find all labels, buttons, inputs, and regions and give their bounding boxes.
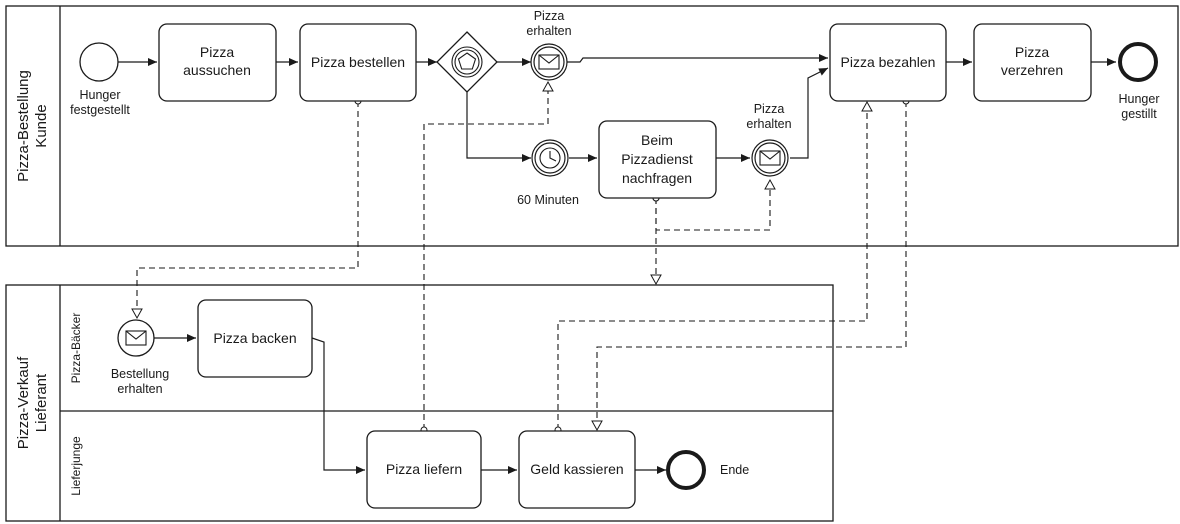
intermediate-message-event-1[interactable]	[530, 43, 568, 81]
task-ask-label-1: Beim	[641, 132, 673, 148]
start-order-label-1: Bestellung	[111, 367, 169, 381]
task-pay-pizza[interactable]: Pizza bezahlen	[829, 23, 947, 102]
start-message-event-order[interactable]	[117, 319, 155, 357]
end-event-hunger-label-1: Hunger	[1119, 92, 1160, 106]
timer-event-label: 60 Minuten	[517, 193, 579, 207]
timer-event[interactable]	[531, 139, 569, 177]
task-collect-money-label: Geld kassieren	[530, 461, 623, 477]
event-based-gateway[interactable]	[436, 31, 498, 93]
task-choose-pizza-label-1: Pizza	[200, 44, 234, 60]
end-event-hunger[interactable]	[1118, 42, 1158, 82]
task-eat-pizza-label-2: verzehren	[1001, 62, 1063, 78]
msg-event-2-label-1: Pizza	[754, 102, 785, 116]
lane-delivery-label: Lieferjunge	[69, 436, 83, 496]
end-event-vendor[interactable]	[666, 450, 706, 490]
envelope-icon	[538, 54, 560, 70]
pool-vendor-label-1: Pizza-Verkauf	[15, 356, 32, 449]
task-choose-pizza[interactable]: Pizza aussuchen	[158, 23, 277, 102]
start-event-hunger[interactable]	[79, 42, 119, 82]
start-order-label-2: erhalten	[117, 382, 162, 396]
flow-msg-to-pay	[567, 54, 828, 63]
lane-baker-label: Pizza-Bäcker	[69, 313, 83, 384]
task-ask-pizza-service[interactable]: Beim Pizzadienst nachfragen	[598, 120, 717, 199]
task-ask-label-2: Pizzadienst	[621, 151, 693, 167]
task-order-pizza[interactable]: Pizza bestellen	[299, 23, 417, 102]
task-eat-pizza[interactable]: Pizza verzehren	[973, 23, 1092, 102]
task-deliver-pizza[interactable]: Pizza liefern	[366, 430, 482, 509]
msg-event-1-label-1: Pizza	[534, 9, 565, 23]
pentagon-icon	[457, 52, 477, 70]
task-eat-pizza-label-1: Pizza	[1015, 44, 1049, 60]
flow-bake-to-deliver	[311, 337, 365, 474]
pool-customer-label-1: Pizza-Bestellung	[15, 70, 32, 182]
start-event-hunger-label-2: festgestellt	[70, 103, 130, 117]
task-choose-pizza-label-2: aussuchen	[183, 62, 251, 78]
msgflow-receipt	[591, 97, 910, 432]
start-event-hunger-label-1: Hunger	[80, 88, 121, 102]
task-bake-pizza-label: Pizza backen	[213, 330, 296, 346]
msg-event-2-label-2: erhalten	[746, 117, 791, 131]
task-deliver-pizza-label: Pizza liefern	[386, 461, 462, 477]
task-collect-money[interactable]: Geld kassieren	[518, 430, 636, 509]
clock-icon	[539, 147, 561, 169]
task-order-pizza-label: Pizza bestellen	[311, 54, 405, 70]
message-flows	[131, 80, 910, 434]
end-event-hunger-label-2: gestillt	[1121, 107, 1157, 121]
msg-event-1-label-2: erhalten	[526, 24, 571, 38]
pool-vendor-label-2: Lieferant	[33, 373, 50, 432]
task-pay-pizza-label: Pizza bezahlen	[841, 54, 936, 70]
end-event-vendor-label: Ende	[720, 463, 749, 477]
msgflow-order	[131, 97, 362, 320]
msgflow-pizza-delivered-2	[652, 178, 776, 231]
envelope-icon	[759, 150, 781, 166]
task-ask-label-3: nachfragen	[622, 170, 692, 186]
task-bake-pizza[interactable]: Pizza backen	[197, 299, 313, 378]
msgflow-pizza-delivered	[420, 80, 554, 434]
envelope-icon	[125, 330, 147, 346]
intermediate-message-event-2[interactable]	[751, 139, 789, 177]
pool-customer-label-2: Kunde	[33, 104, 50, 147]
